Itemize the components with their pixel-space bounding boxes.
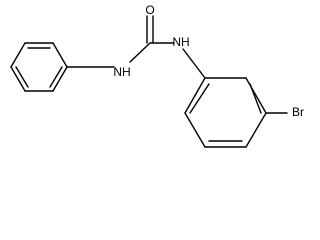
oxygen-label: O (145, 3, 154, 17)
bond-ring-double-1 (189, 83, 210, 114)
bond-phenyl-double-3 (15, 66, 29, 88)
bond-nh-carbonyl (129, 42, 151, 63)
phenyl-ring (10, 42, 68, 92)
bond-ring-5 (184, 112, 206, 148)
bond-phenyl-3 (52, 66, 68, 92)
bond-ring-double-2 (249, 83, 262, 114)
bond-ring-2 (245, 77, 267, 114)
bond-nh-ring (182, 48, 206, 79)
bond-ring-3 (245, 112, 267, 148)
nh-right-label: NH (172, 35, 189, 49)
bond-phenyl-5 (10, 66, 26, 92)
bromine-label: Br (292, 105, 304, 119)
bond-phenyl-2 (52, 42, 68, 68)
bromophenyl-ring (184, 77, 267, 148)
structure-canvas: O NH NH Br (10, 3, 304, 148)
bond-phenyl-6 (10, 42, 26, 68)
nh-left-label: NH (113, 65, 130, 79)
structure-drawing: O NH NH Br (10, 3, 304, 148)
bond-ring-6 (184, 77, 206, 114)
bond-phenyl-double-2 (49, 66, 63, 88)
urea-group (129, 15, 175, 63)
